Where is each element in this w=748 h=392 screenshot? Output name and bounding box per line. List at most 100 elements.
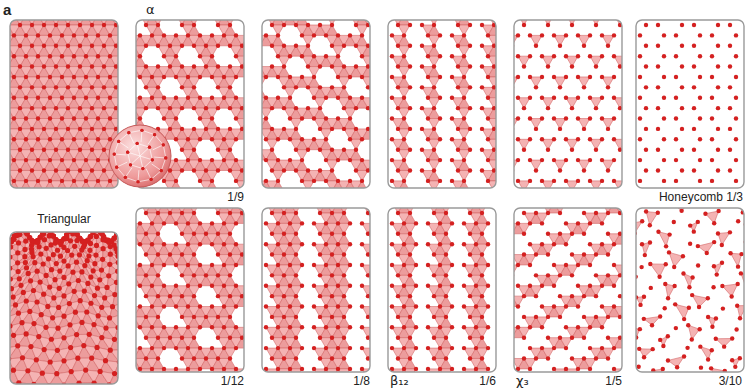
- atom-dot: [558, 44, 562, 48]
- atom-dot: [360, 179, 364, 183]
- atom-dot: [540, 54, 544, 58]
- atom-dot: [644, 64, 648, 68]
- lattice-panel: [10, 20, 118, 188]
- atom-dot: [312, 116, 316, 120]
- atom-dot: [282, 23, 286, 27]
- atom-dot: [564, 75, 568, 79]
- atom-dot: [674, 116, 678, 120]
- atom-dot: [216, 168, 220, 172]
- atom-dot: [144, 64, 148, 68]
- atom-dot: [734, 137, 738, 141]
- atom-dot: [60, 54, 64, 58]
- atom-dot: [54, 148, 58, 152]
- atom-dot: [402, 33, 406, 37]
- atom-dot: [18, 148, 22, 152]
- atom-dot: [576, 96, 580, 100]
- atom-dot: [270, 127, 274, 131]
- atom-dot: [186, 158, 190, 162]
- atom-dot: [486, 158, 490, 162]
- atom-dot: [54, 168, 58, 172]
- atom-dot: [576, 116, 580, 120]
- lattice-panel: [136, 20, 244, 188]
- atom-dot: [644, 168, 648, 172]
- atom-dot: [222, 137, 226, 141]
- atom-dot: [288, 158, 292, 162]
- atom-dot: [144, 23, 148, 27]
- atom-dot: [264, 75, 268, 79]
- atom-dot: [692, 106, 696, 110]
- atom-dot: [90, 168, 94, 172]
- atom-dot: [228, 168, 232, 172]
- atom-dot: [480, 148, 484, 152]
- atom-dot: [96, 179, 100, 183]
- atom-dot: [516, 75, 520, 79]
- atom-dot: [72, 75, 76, 79]
- atom-dot: [336, 33, 340, 37]
- atom-dot: [692, 148, 696, 152]
- atom-dot: [96, 137, 100, 141]
- atom-dot: [48, 179, 52, 183]
- atom-dot: [108, 54, 112, 58]
- atom-dot: [18, 168, 22, 172]
- atom-dot: [144, 106, 148, 110]
- atom-dot: [680, 106, 684, 110]
- atom-dot: [432, 127, 436, 131]
- atom-dot: [360, 54, 364, 58]
- atom-dot: [288, 54, 292, 58]
- atom-dot: [204, 64, 208, 68]
- atom-dot: [18, 127, 22, 131]
- atom-dot: [600, 54, 604, 58]
- atom-dot: [102, 44, 106, 48]
- atom-dot: [432, 85, 436, 89]
- atom-dot: [222, 96, 226, 100]
- atom-dot: [198, 158, 202, 162]
- atom-dot: [644, 44, 648, 48]
- atom-dot: [300, 33, 304, 37]
- panel-frame: [636, 20, 744, 188]
- atom-dot: [426, 116, 430, 120]
- atom-dot: [426, 137, 430, 141]
- atom-dot: [264, 33, 268, 37]
- atom-dot: [656, 148, 660, 152]
- atom-dot: [276, 33, 280, 37]
- atom-dot: [734, 54, 738, 58]
- atom-dot: [402, 179, 406, 183]
- atom-dot: [324, 158, 328, 162]
- atom-dot: [222, 158, 226, 162]
- atom-dot: [270, 106, 274, 110]
- atom-dot: [72, 96, 76, 100]
- atom-dot: [90, 85, 94, 89]
- atom-dot: [540, 179, 544, 183]
- atom-dot: [96, 33, 100, 37]
- atom-dot: [734, 158, 738, 162]
- atom-dot: [710, 96, 714, 100]
- atom-dot: [84, 33, 88, 37]
- atom-dot: [342, 85, 346, 89]
- atom-dot: [638, 75, 642, 79]
- atom-dot: [180, 168, 184, 172]
- atom-dot: [216, 44, 220, 48]
- atom-dot: [210, 137, 214, 141]
- atom-dot: [48, 158, 52, 162]
- atom-dot: [306, 44, 310, 48]
- atom-dot: [588, 33, 592, 37]
- atom-dot: [408, 64, 412, 68]
- atom-dot: [324, 54, 328, 58]
- atom-dot: [162, 179, 166, 183]
- atom-dot: [528, 75, 532, 79]
- atom-dot: [84, 179, 88, 183]
- atom-dot: [710, 179, 714, 183]
- atom-dot: [680, 127, 684, 131]
- atom-dot: [582, 85, 586, 89]
- atom-dot: [204, 106, 208, 110]
- atom-dot: [108, 96, 112, 100]
- atom-dot: [24, 33, 28, 37]
- atom-dot: [198, 54, 202, 58]
- atom-dot: [516, 33, 520, 37]
- atom-dot: [354, 23, 358, 27]
- atom-dot: [674, 179, 678, 183]
- atom-dot: [90, 106, 94, 110]
- atom-dot: [546, 148, 550, 152]
- atom-dot: [408, 23, 412, 27]
- atom-dot: [330, 85, 334, 89]
